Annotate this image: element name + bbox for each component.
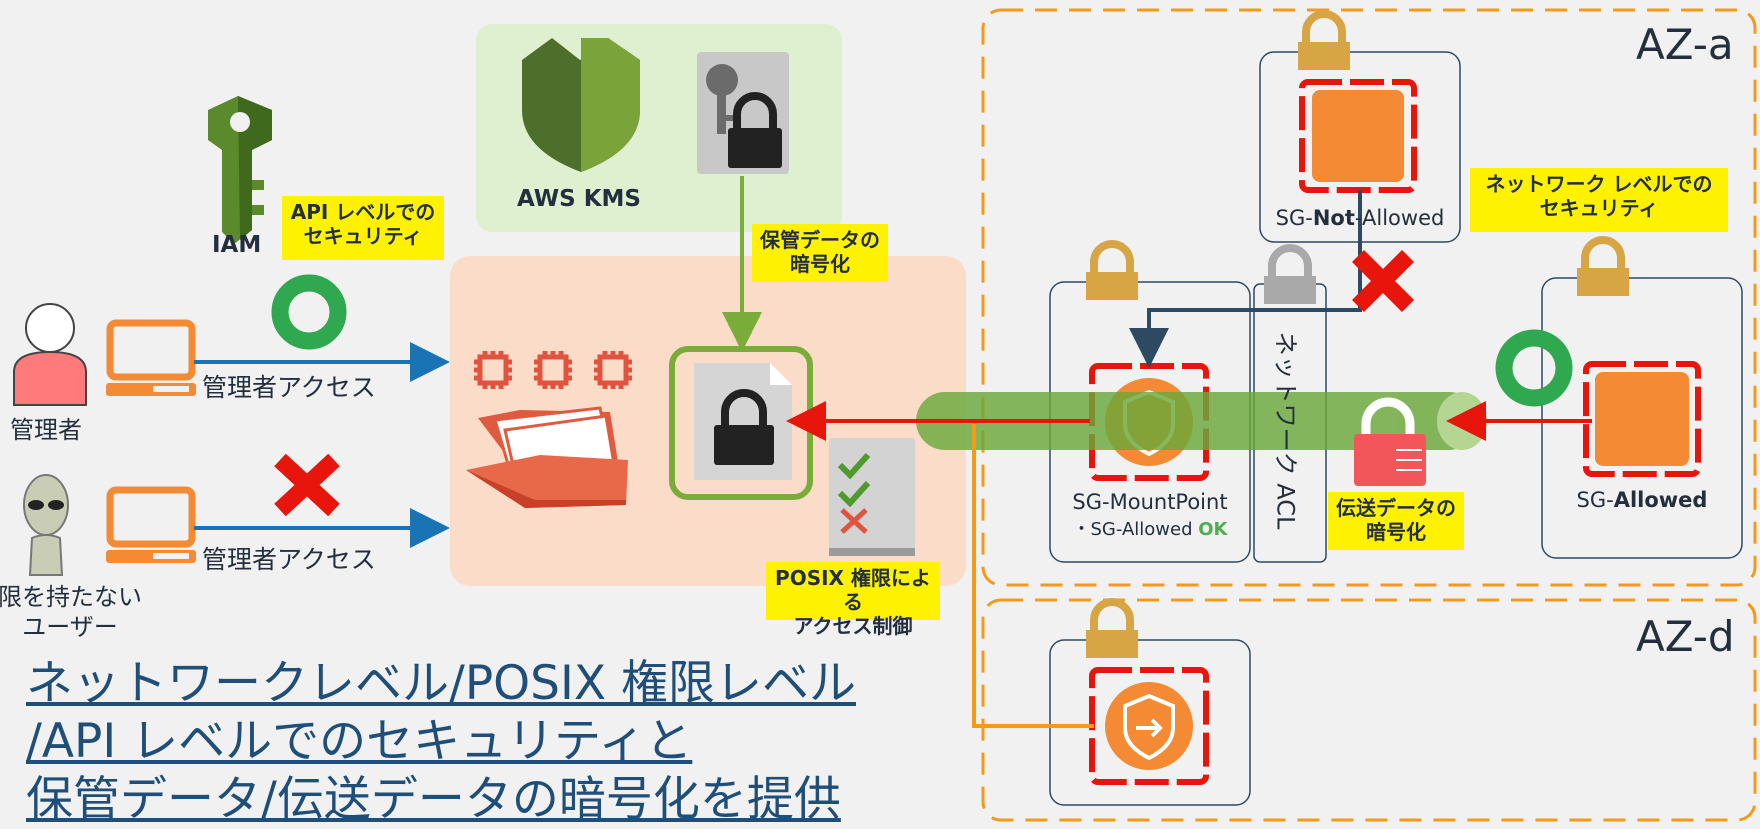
ok-icon xyxy=(271,274,347,350)
lock-icon xyxy=(1298,10,1350,70)
deny-icon xyxy=(1351,249,1415,313)
unauthorized-access-label: 管理者アクセス xyxy=(202,545,376,574)
key-lock-icon xyxy=(697,52,789,174)
user-icon xyxy=(13,303,87,406)
lock-icon xyxy=(1577,236,1629,296)
laptop-icon xyxy=(106,319,196,396)
transit-lock-icon xyxy=(1354,397,1426,486)
unauthorized-user-label: 限を持たない ユーザー xyxy=(0,583,142,641)
posix-control-badge: POSIX 権限による アクセス制御 xyxy=(766,562,940,638)
lock-icon xyxy=(1086,598,1138,658)
sg-not-allowed-label: SG-Not-Allowed xyxy=(1275,206,1445,230)
sg-mountpoint-rule: ・SG-Allowed OK xyxy=(1072,519,1228,540)
az-d-mount-box xyxy=(1049,639,1251,806)
checklist-icon xyxy=(829,438,915,556)
caption-line-2: /API レベルでのセキュリティと xyxy=(26,714,693,769)
network-security-badge: ネットワーク レベルでの セキュリティ xyxy=(1470,168,1728,232)
alien-icon xyxy=(23,474,69,576)
instance-not-allowed xyxy=(1299,79,1417,193)
az-a-box xyxy=(981,8,1757,587)
caption: ネットワークレベル/POSIX 権限レベル /API レベルでのセキュリティと … xyxy=(26,655,856,829)
az-a-label: AZ-a xyxy=(1636,20,1734,69)
az-d-connection xyxy=(972,424,1094,728)
api-security-badge: API レベルでの セキュリティ xyxy=(282,196,444,260)
sg-mountpoint-label: SG-MountPoint xyxy=(1072,490,1228,514)
network-acl-label-wrap: ネットワーク ACL xyxy=(1268,315,1308,545)
shield-icon xyxy=(522,38,640,172)
network-acl-label: ネットワーク ACL xyxy=(1271,331,1300,529)
caption-line-3: 保管データ/伝送データの暗号化を提供 xyxy=(26,772,841,827)
caption-line-1: ネットワークレベル/POSIX 権限レベル xyxy=(26,656,857,711)
az-d-label: AZ-d xyxy=(1636,612,1735,661)
laptop-icon xyxy=(106,486,196,563)
in-transit-encryption-badge: 伝送データの 暗号化 xyxy=(1328,492,1464,550)
folder-icon xyxy=(466,406,628,508)
admin-label: 管理者 xyxy=(10,416,82,444)
instance-allowed xyxy=(1583,361,1701,477)
lock-icon xyxy=(1086,240,1138,300)
file-lock-icon xyxy=(694,363,792,480)
aws-kms-label: AWS KMS xyxy=(517,186,641,212)
az-d-box xyxy=(981,598,1757,822)
key-icon xyxy=(208,96,272,244)
denied-path xyxy=(1129,190,1362,368)
ok-icon xyxy=(1495,329,1573,407)
sg-allowed-label: SG-Allowed xyxy=(1576,488,1708,512)
sg-allowed-box xyxy=(1541,277,1743,559)
at-rest-encryption-badge: 保管データの 暗号化 xyxy=(752,224,888,282)
deny-icon xyxy=(274,453,340,517)
lock-icon xyxy=(1264,244,1316,304)
mount-target-icon xyxy=(1089,667,1209,785)
chip-icon xyxy=(474,351,632,389)
admin-access-label: 管理者アクセス xyxy=(202,373,376,402)
iam-label: IAM xyxy=(212,232,262,258)
